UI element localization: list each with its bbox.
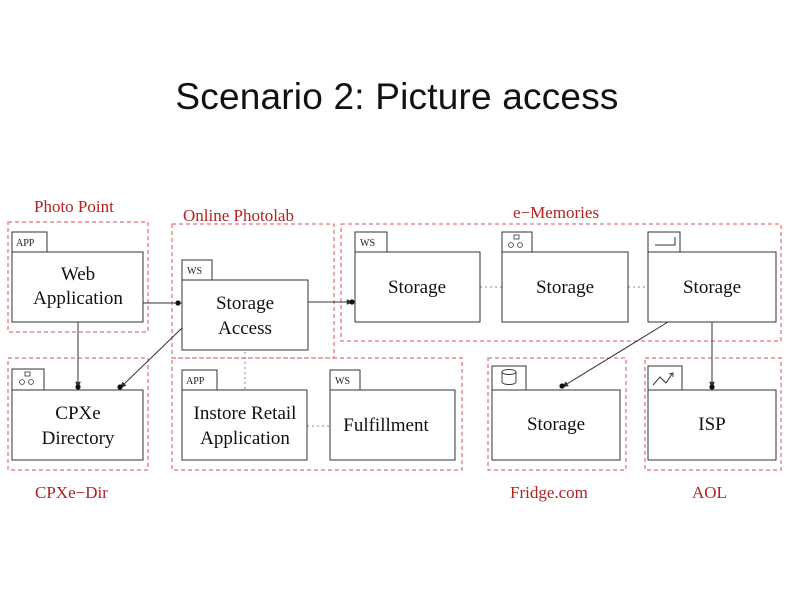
network-tag-box-cpxe: [11, 368, 45, 391]
storage-ws-label: Storage: [388, 277, 446, 298]
db-tag-box: [491, 365, 527, 391]
fulfillment-label: Fulfillment: [343, 415, 429, 436]
ws-tag-storage: WS: [360, 238, 375, 249]
storage-access-box: [181, 279, 309, 351]
network-icon-cpxe: [19, 371, 34, 385]
chart-icon: [652, 372, 674, 386]
ws-tag-box-access: [181, 259, 213, 281]
link-access-to-directory: [119, 327, 183, 389]
cpxe-directory-box: [11, 389, 144, 461]
isp-box: [647, 389, 777, 461]
network-icon: [508, 234, 523, 248]
connector-dot-storage: [349, 299, 355, 305]
group-label-fridge: Fridge.com: [510, 483, 588, 502]
ws-tag-fulfillment: WS: [335, 376, 350, 387]
cpxe-directory-label-1: CPXe: [55, 403, 100, 424]
isp-label: ISP: [698, 414, 725, 435]
storage-right-box: [647, 251, 777, 323]
tray-tag-box: [647, 231, 681, 253]
slide-title: Scenario 2: Picture access: [175, 76, 619, 117]
storage-right-label: Storage: [683, 277, 741, 298]
link-storage-to-fridge: [561, 321, 669, 388]
group-label-photo-point: Photo Point: [34, 197, 114, 216]
instore-retail-label-1: Instore Retail: [194, 403, 297, 424]
storage-ws-box: [354, 251, 481, 323]
web-application-box: [11, 251, 144, 323]
storage-mid-label: Storage: [536, 277, 594, 298]
fridge-storage-label: Storage: [527, 414, 585, 435]
ws-tag-access: WS: [187, 266, 202, 277]
tray-icon: [655, 237, 676, 246]
app-tag-box-instore: [181, 369, 218, 391]
cpxe-directory-label-2: Directory: [42, 428, 115, 449]
app-tag-web: APP: [16, 238, 35, 249]
web-application-label-2: Application: [33, 288, 123, 309]
web-application-label-1: Web: [61, 264, 95, 285]
group-label-online-photolab: Online Photolab: [183, 206, 294, 225]
group-photo-point: [7, 221, 149, 333]
group-label-cpxe-dir: CPXe−Dir: [35, 483, 108, 502]
chart-tag-box: [647, 365, 683, 391]
connector-dot-fridge: [559, 383, 565, 389]
group-online-photolab: [171, 223, 335, 359]
connector-dot-isp: [709, 384, 715, 390]
storage-access-label-2: Access: [218, 318, 272, 339]
ws-tag-box-storage: [354, 231, 388, 253]
group-label-e-memories: e−Memories: [513, 203, 599, 222]
storage-mid-box: [501, 251, 629, 323]
group-e-memories: [340, 223, 782, 342]
app-tag-instore: APP: [186, 376, 205, 387]
app-tag-box: [11, 231, 48, 253]
connector-dot-access: [175, 300, 181, 306]
connector-dot-web: [75, 384, 81, 390]
group-aol: [644, 357, 782, 471]
storage-access-label-1: Storage: [216, 293, 274, 314]
connector-dot-directory: [117, 384, 123, 390]
instore-retail-box: [181, 389, 308, 461]
fridge-storage-box: [491, 389, 621, 461]
database-icon: [501, 369, 517, 385]
instore-retail-label-2: Application: [200, 428, 290, 449]
fulfillment-box: [329, 389, 456, 461]
group-fridge: [487, 357, 627, 471]
group-label-aol: AOL: [692, 483, 727, 502]
group-online-photolab-lower: [171, 357, 463, 471]
ws-tag-box-fulfillment: [329, 369, 361, 391]
